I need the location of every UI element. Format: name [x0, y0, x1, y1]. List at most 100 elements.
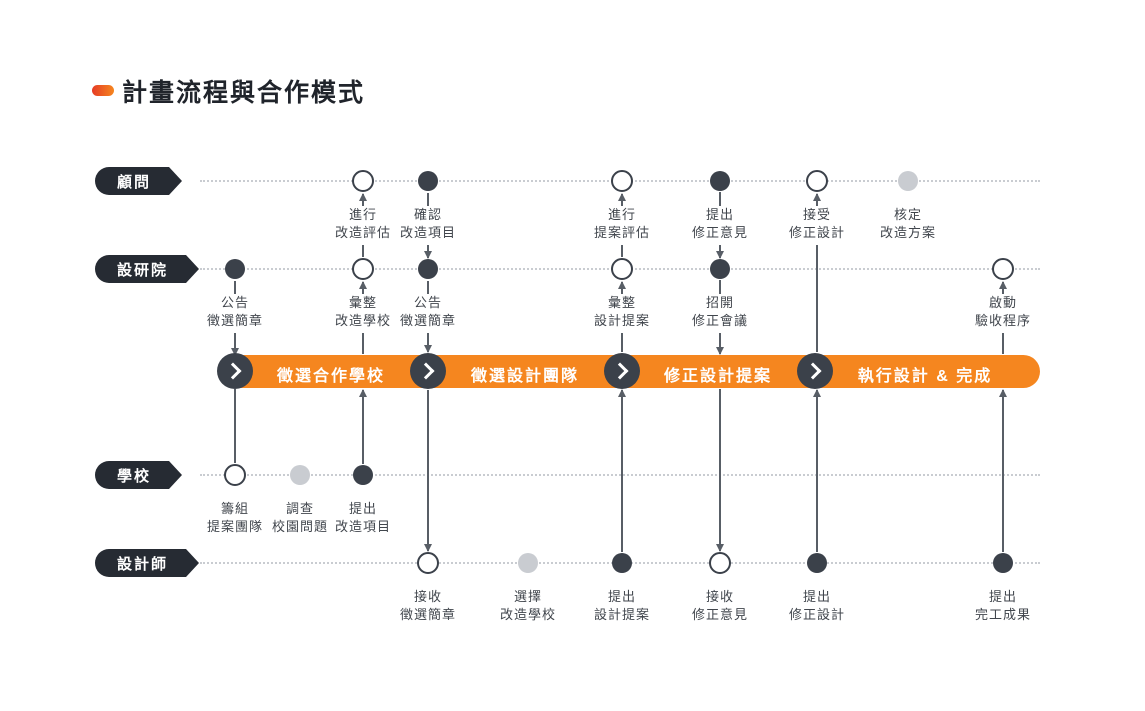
lane-pill-consultant: 顧問	[95, 167, 183, 195]
chevron-right-icon	[611, 362, 629, 380]
connector-line	[427, 390, 429, 551]
page-title: 計畫流程與合作模式	[122, 79, 366, 107]
node-dot-open	[611, 258, 633, 280]
phase-segment-label: 修正設計提案	[663, 368, 773, 385]
node-dot-open	[709, 552, 731, 574]
title-bullet-icon	[92, 85, 114, 96]
lane-pill-tip	[186, 549, 200, 577]
node-dot-filled	[225, 259, 245, 279]
node-label: 籌組提案團隊	[206, 501, 264, 534]
node-dot-filled	[710, 171, 730, 191]
node-label: 提出修正意見	[691, 207, 749, 240]
node-dot-open	[352, 258, 374, 280]
node-label: 確認改造項目	[399, 207, 457, 240]
node-dot-open	[417, 552, 439, 574]
node-dot-filled	[418, 171, 438, 191]
connector-line	[719, 333, 721, 354]
arrow-down-icon	[424, 544, 432, 552]
connector-line	[362, 390, 364, 464]
phase-chevron-1	[217, 353, 253, 389]
arrow-up-icon	[999, 389, 1007, 397]
phase-segment-label: 執行設計 & 完成	[857, 368, 993, 385]
node-label: 提出修正設計	[788, 589, 846, 622]
node-dot-filled	[710, 259, 730, 279]
arrow-down-icon	[424, 251, 432, 259]
lane-pill-designer: 設計師	[95, 549, 200, 577]
connector-line	[816, 390, 818, 552]
lane-pill-school: 學校	[95, 461, 183, 489]
arrow-up-icon	[359, 281, 367, 289]
node-dot-gray	[290, 465, 310, 485]
lane-pill-label: 顧問	[95, 167, 170, 195]
node-label: 提出改造項目	[334, 501, 392, 534]
node-dot-gray	[518, 553, 538, 573]
phase-chevron-4	[797, 353, 833, 389]
connector-line	[621, 245, 623, 257]
arrow-down-icon	[424, 345, 432, 353]
connector-line	[719, 280, 721, 294]
node-label: 核定改造方案	[879, 207, 937, 240]
lane-pill-tip	[169, 167, 183, 195]
lane-line-school	[200, 474, 1040, 476]
node-label: 接受修正設計	[788, 207, 846, 240]
lane-pill-institute: 設研院	[95, 255, 200, 283]
lane-pill-tip	[186, 255, 200, 283]
chevron-right-icon	[224, 362, 242, 380]
lane-pill-tip	[169, 461, 183, 489]
lane-pill-label: 設研院	[95, 255, 187, 283]
connector-line	[362, 245, 364, 257]
node-label: 接收修正意見	[691, 589, 749, 622]
node-dot-filled	[612, 553, 632, 573]
connector-line	[816, 245, 818, 352]
node-label: 進行改造評估	[334, 207, 392, 240]
node-dot-gray	[898, 171, 918, 191]
connector-line	[427, 193, 429, 206]
arrow-up-icon	[813, 389, 821, 397]
phase-segment-label: 徵選設計團隊	[470, 368, 580, 385]
connector-line	[621, 390, 623, 552]
arrow-down-icon	[716, 347, 724, 355]
node-dot-open	[611, 170, 633, 192]
node-label: 提出設計提案	[593, 589, 651, 622]
phase-chevron-3	[604, 353, 640, 389]
node-label: 啟動驗收程序	[974, 295, 1032, 328]
connector-line	[427, 281, 429, 294]
node-dot-open	[806, 170, 828, 192]
arrow-up-icon	[359, 193, 367, 201]
connector-line	[1002, 390, 1004, 552]
arrow-up-icon	[813, 193, 821, 201]
chevron-right-icon	[417, 362, 435, 380]
arrow-up-icon	[618, 281, 626, 289]
node-dot-open	[352, 170, 374, 192]
arrow-down-icon	[231, 348, 239, 356]
node-label: 選擇改造學校	[499, 589, 557, 622]
chevron-right-icon	[804, 362, 822, 380]
node-label: 彙整設計提案	[593, 295, 651, 328]
node-label: 公告徵選簡章	[206, 295, 264, 328]
connector-line	[1002, 333, 1004, 354]
connector-line	[719, 192, 721, 206]
lane-pill-label: 學校	[95, 461, 170, 489]
connector-line	[234, 389, 236, 463]
node-label: 公告徵選簡章	[399, 295, 457, 328]
arrow-up-icon	[618, 193, 626, 201]
arrow-up-icon	[359, 389, 367, 397]
node-dot-open	[224, 464, 246, 486]
node-label: 彙整改造學校	[334, 295, 392, 328]
arrow-up-icon	[618, 389, 626, 397]
phase-segment-label: 徵選合作學校	[276, 368, 386, 385]
node-label: 進行提案評估	[593, 207, 651, 240]
node-dot-filled	[807, 553, 827, 573]
connector-line	[719, 389, 721, 551]
phase-chevron-2	[410, 353, 446, 389]
node-dot-open	[992, 258, 1014, 280]
lane-pill-label: 設計師	[95, 549, 187, 577]
node-label: 招開修正會議	[691, 295, 749, 328]
node-label: 調查校園問題	[271, 501, 329, 534]
connector-line	[427, 333, 429, 352]
arrow-up-icon	[999, 281, 1007, 289]
arrow-down-icon	[716, 544, 724, 552]
node-dot-filled	[993, 553, 1013, 573]
connector-line	[621, 333, 623, 352]
